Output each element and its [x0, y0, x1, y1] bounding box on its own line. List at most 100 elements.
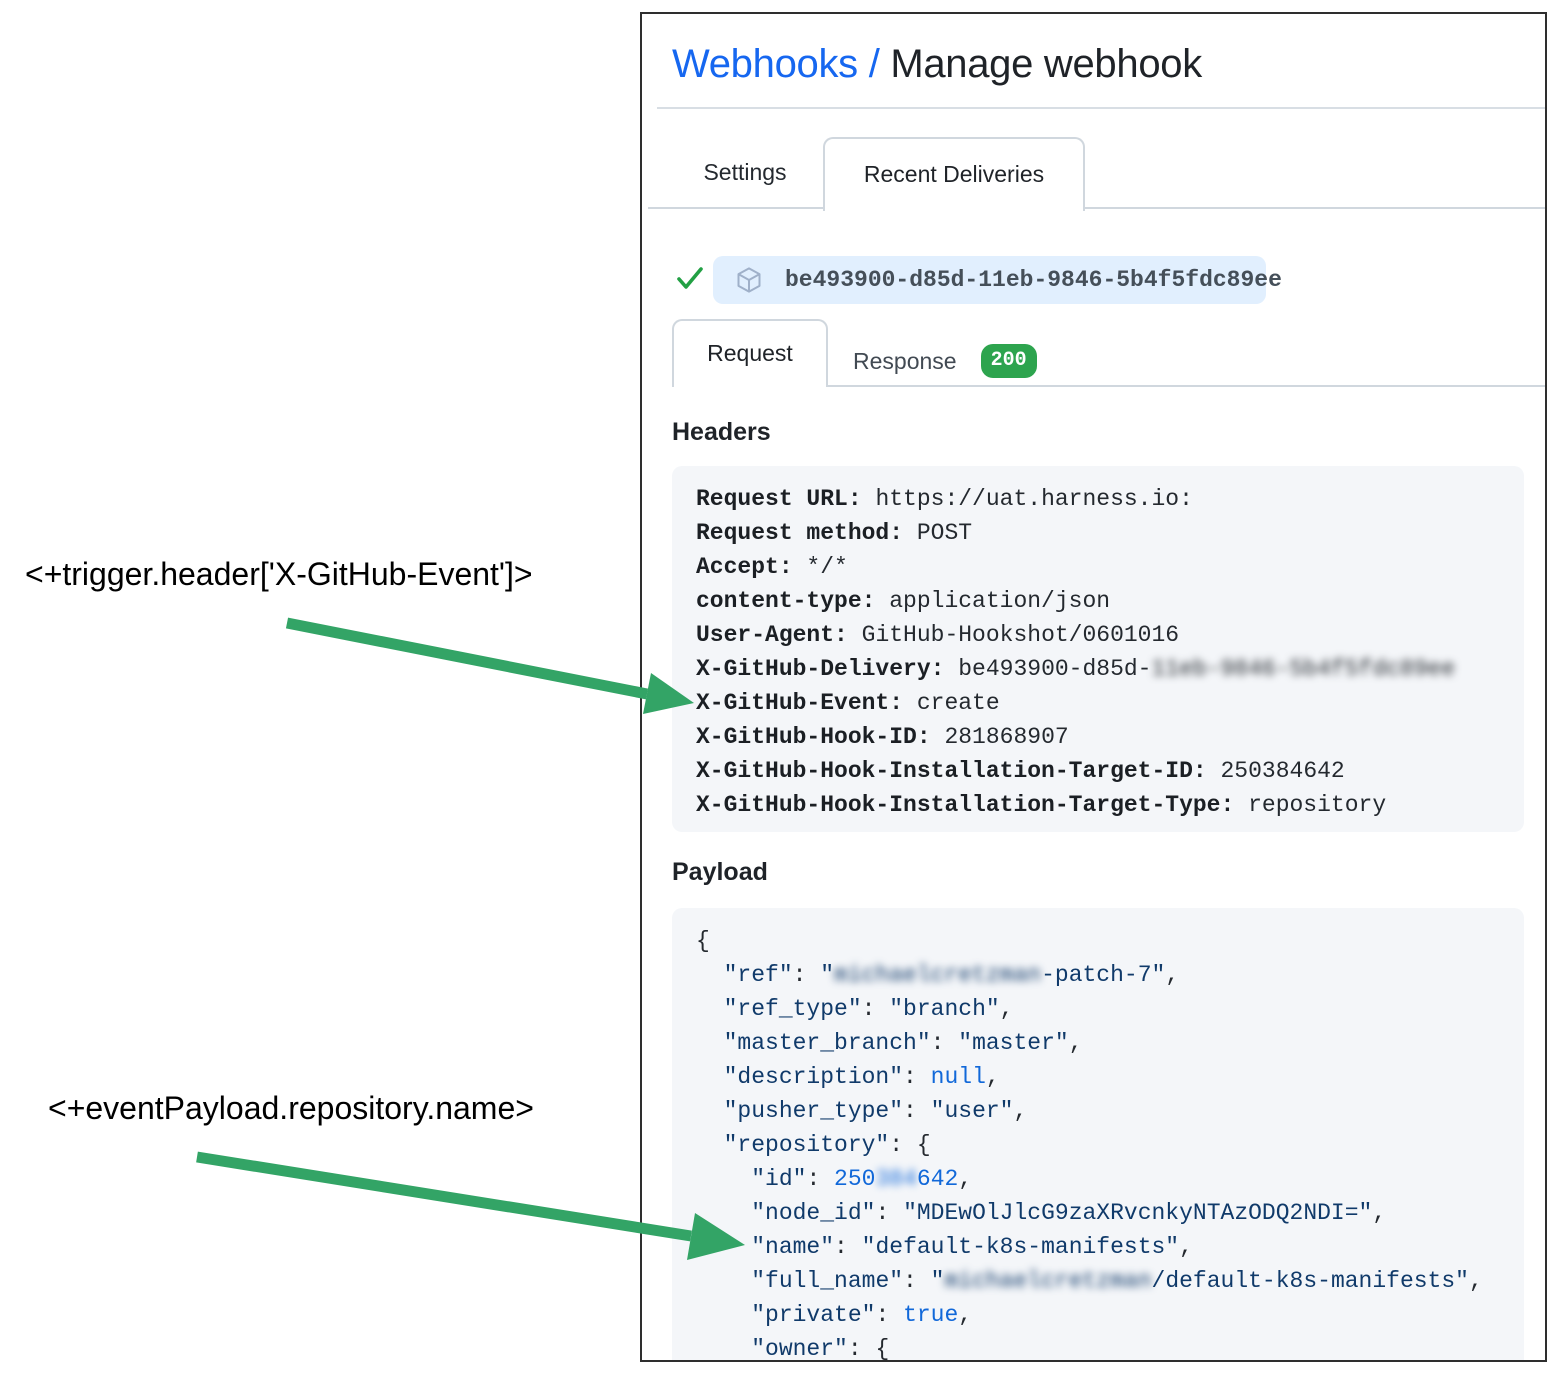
payload-token: : — [889, 1132, 917, 1158]
header-name: X-GitHub-Event: — [696, 690, 917, 716]
payload-token: /default-k8s-manifests" — [1151, 1268, 1469, 1294]
payload-token: "id" — [751, 1166, 807, 1192]
subtabbar-border — [828, 385, 1545, 387]
payload-token: michaelcretzman — [834, 962, 1042, 988]
header-name: X-GitHub-Hook-Installation-Target-Type: — [696, 792, 1249, 818]
header-name: X-GitHub-Hook-Installation-Target-ID: — [696, 758, 1221, 784]
header-name: Request URL: — [696, 486, 876, 512]
header-line: Request method: POST — [696, 516, 1500, 550]
payload-token: "name" — [751, 1234, 835, 1260]
header-line: X-GitHub-Hook-Installation-Target-ID: 25… — [696, 754, 1500, 788]
payload-token: { — [696, 928, 710, 954]
payload-line: "id": 250384642, — [696, 1162, 1500, 1196]
payload-token: , — [1372, 1200, 1387, 1226]
payload-token: 642 — [916, 1166, 959, 1192]
header-value: 250384642 — [1220, 758, 1345, 784]
header-name: Accept: — [696, 554, 807, 580]
payload-line: "node_id": "MDEwOlJlcG9zaXRvcnkyNTAzODQ2… — [696, 1196, 1500, 1230]
tab-request[interactable]: Request — [672, 319, 828, 387]
header-line: X-GitHub-Hook-Installation-Target-Type: … — [696, 788, 1500, 822]
payload-line: "ref_type": "branch", — [696, 992, 1500, 1026]
payload-token: "private" — [751, 1302, 876, 1328]
payload-line: "owner": { — [696, 1332, 1500, 1362]
payload-token: : — [903, 1268, 931, 1294]
payload-token: "user" — [930, 1098, 1014, 1124]
header-value: GitHub-Hookshot/0601016 — [861, 622, 1180, 648]
green-arrow-icon — [285, 617, 694, 714]
payload-token: null — [930, 1064, 986, 1090]
payload-box: { "ref": "michaelcretzman-patch-7", "ref… — [672, 908, 1524, 1362]
response-label: Response — [853, 347, 957, 374]
header-name: content-type: — [696, 588, 890, 614]
payload-token: "default-k8s-manifests" — [861, 1234, 1180, 1260]
payload-token: 250 — [834, 1166, 876, 1192]
request-headers-box: Request URL: https://uat.harness.io: Requ… — [672, 466, 1524, 832]
tab-recent-deliveries[interactable]: Recent Deliveries — [823, 137, 1085, 211]
payload-token: "owner" — [751, 1336, 848, 1362]
payload-token: "full_name" — [751, 1268, 904, 1294]
payload-token — [696, 1336, 751, 1360]
header-value: be493900-d85d- — [958, 656, 1152, 682]
status-badge: 200 — [980, 344, 1037, 378]
breadcrumb: Webhooks / Manage webhook — [672, 42, 1202, 87]
payload-list: { "ref": "michaelcretzman-patch-7", "ref… — [696, 924, 1500, 1362]
package-icon — [737, 267, 761, 293]
payload-token: , — [985, 1064, 1000, 1090]
breadcrumb-separator: / — [857, 42, 891, 86]
header-line: content-type: application/json — [696, 584, 1500, 618]
payload-token: michaelcretzman — [944, 1268, 1152, 1294]
payload-token: , — [958, 1166, 973, 1192]
header-line: Accept: */* — [696, 550, 1500, 584]
payload-token — [696, 1030, 724, 1056]
payload-token — [696, 1200, 751, 1226]
payload-token: : — [806, 1166, 835, 1192]
payload-token: "master_branch" — [723, 1030, 931, 1056]
payload-token — [696, 1302, 751, 1328]
payload-token: , — [1013, 1098, 1028, 1124]
payload-token: , — [1068, 1030, 1083, 1056]
header-name: X-GitHub-Hook-ID: — [696, 724, 945, 750]
payload-token — [696, 1132, 724, 1158]
header-line: X-GitHub-Hook-ID: 281868907 — [696, 720, 1500, 754]
breadcrumb-webhooks-link[interactable]: Webhooks — [672, 42, 858, 86]
payload-token: , — [1165, 962, 1180, 988]
header-value: 11eb-9846-5b4f5fdc89ee — [1151, 656, 1456, 682]
payload-token: : — [903, 1064, 931, 1090]
payload-token — [696, 1268, 751, 1294]
payload-token: 384 — [875, 1166, 917, 1192]
header-line: X-GitHub-Delivery: be493900-d85d-11eb-98… — [696, 652, 1500, 686]
payload-token: : — [875, 1200, 904, 1226]
payload-line: "repository": { — [696, 1128, 1500, 1162]
delivery-item[interactable]: be493900-d85d-11eb-9846-5b4f5fdc89ee — [713, 256, 1282, 304]
payload-line: "full_name": "michaelcretzman/default-k8… — [696, 1264, 1500, 1298]
header-value: 281868907 — [944, 724, 1069, 750]
payload-line: { — [696, 924, 1500, 958]
payload-token: : — [875, 1302, 904, 1328]
payload-token: "pusher_type" — [723, 1098, 904, 1124]
payload-token: "ref_type" — [723, 996, 862, 1022]
payload-token: "ref" — [723, 962, 793, 988]
payload-token: , — [1179, 1234, 1193, 1260]
header-divider — [657, 107, 1545, 109]
payload-token: -patch-7" — [1041, 962, 1166, 988]
header-value: https://uat.harness.io: — [875, 486, 1193, 512]
header-name: User-Agent: — [696, 622, 862, 648]
headers-list: Request URL: https://uat.harness.io: Requ… — [696, 482, 1500, 822]
payload-token: "repository" — [723, 1132, 890, 1158]
payload-token: : — [834, 1234, 862, 1260]
payload-token — [696, 1166, 751, 1192]
payload-token — [696, 1234, 751, 1260]
payload-token — [696, 1064, 724, 1090]
tab-response[interactable]: Response 200 — [853, 342, 1037, 380]
payload-token — [696, 962, 724, 988]
payload-token: true — [903, 1302, 959, 1328]
payload-token — [696, 1098, 724, 1124]
payload-token: { — [875, 1336, 890, 1362]
tab-settings[interactable]: Settings — [703, 159, 787, 185]
check-icon — [677, 267, 703, 289]
payload-token: "branch" — [889, 996, 1000, 1022]
payload-token: " — [930, 1268, 945, 1294]
payload-token: : — [903, 1098, 931, 1124]
header-value: application/json — [889, 588, 1111, 614]
payload-line: "master_branch": "master", — [696, 1026, 1500, 1060]
